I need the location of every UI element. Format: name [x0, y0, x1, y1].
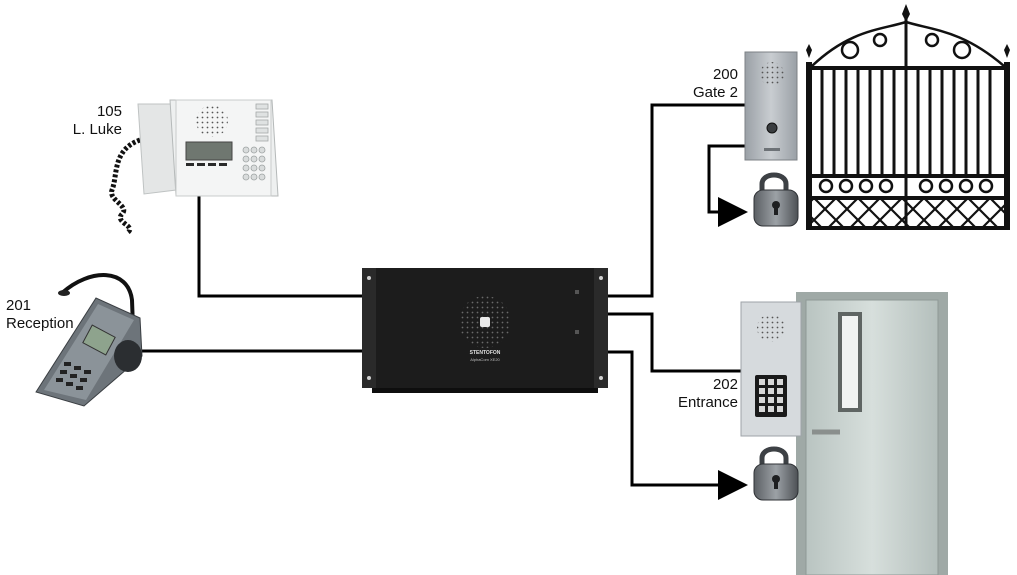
- desk-station-105[interactable]: [109, 99, 279, 234]
- wire-central-to-entrance: [598, 312, 745, 373]
- memory-keys: [255, 103, 269, 142]
- display-screen: [82, 324, 116, 356]
- desk-station-label: 105 L. Luke: [50, 103, 122, 139]
- keypad-icon: [56, 362, 91, 390]
- reception-station-name: Reception: [6, 315, 74, 332]
- wire-central-to-gate: [598, 103, 745, 298]
- central-unit[interactable]: STENTOFON AlphaCom XE20: [362, 268, 608, 393]
- gate-station-200[interactable]: [744, 51, 798, 161]
- wire-desk-to-central: [197, 192, 372, 298]
- call-button[interactable]: [766, 122, 778, 134]
- entrance-station-202[interactable]: [740, 301, 802, 437]
- wiring: [142, 103, 748, 500]
- handset: [137, 103, 177, 195]
- desk-station-name: L. Luke: [72, 121, 122, 138]
- entrance-door: [796, 292, 948, 575]
- ornamental-gate: [806, 4, 1010, 230]
- keypad-icon: [242, 146, 266, 181]
- padlock-icon: [753, 172, 799, 227]
- entrance-station-number: 202: [712, 376, 738, 393]
- desk-station-number: 105: [96, 103, 122, 120]
- reception-station-201[interactable]: [35, 273, 143, 407]
- central-unit-brand: STENTOFON: [470, 350, 501, 356]
- gate-station-number: 200: [712, 66, 738, 83]
- padlock-icon: [753, 446, 799, 501]
- softkey-buttons: [186, 163, 227, 166]
- speaker-grille-icon: [760, 62, 784, 86]
- gooseneck-microphone: [60, 273, 136, 356]
- wire-central-to-entrance-lock: [598, 350, 748, 500]
- display-screen: [185, 141, 233, 161]
- central-unit-model: AlphaCom XE20: [470, 357, 500, 362]
- wire-gate-to-lock: [707, 144, 748, 227]
- entrance-station-label: 202 Entrance: [660, 376, 738, 412]
- gate-station-name: Gate 2: [692, 84, 738, 101]
- gate-station-label: 200 Gate 2: [668, 66, 738, 102]
- handset-cord: [109, 137, 141, 234]
- speaker-grille-icon: [757, 314, 785, 342]
- speaker-grille-icon: [196, 105, 228, 137]
- entrance-station-name: Entrance: [677, 394, 738, 411]
- reception-station-number: 201: [6, 297, 32, 314]
- keypad-icon: [759, 379, 783, 412]
- reception-station-label: 201 Reception: [6, 297, 74, 333]
